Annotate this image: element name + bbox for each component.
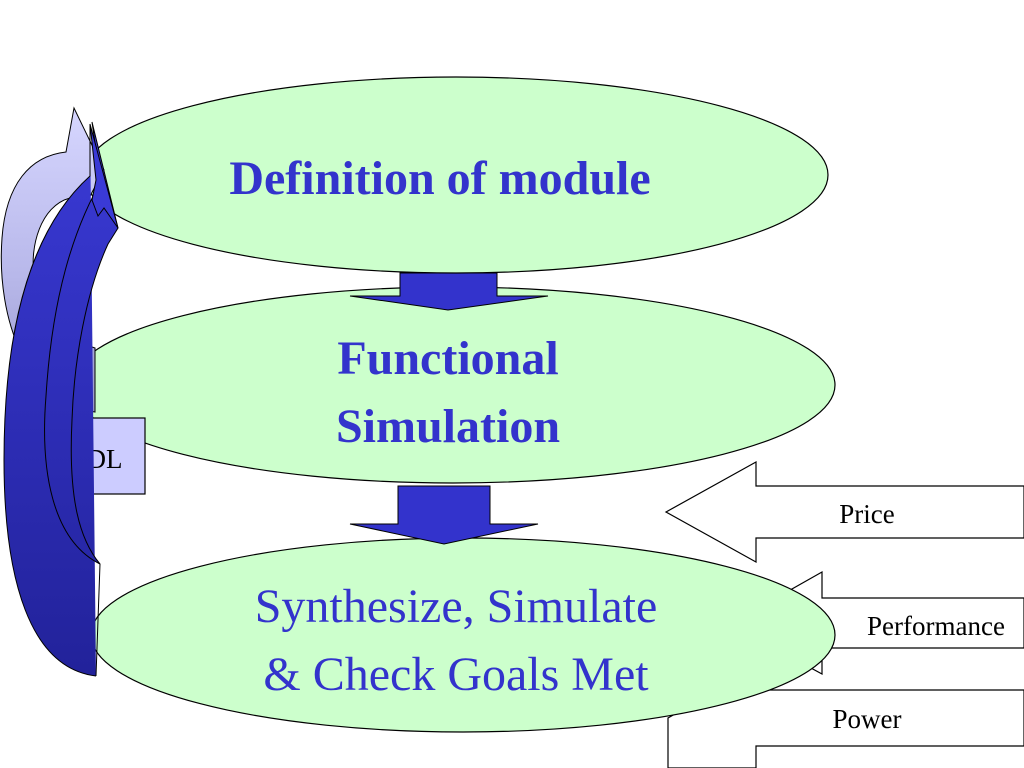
constraint-label-performance: Performance: [867, 611, 1005, 641]
down-arrow-1: [349, 272, 549, 311]
step-title-functional-line2: Simulation: [336, 400, 560, 453]
step-title-definition: Definition of module: [229, 152, 650, 205]
constraint-arrow-price: Price: [664, 460, 1024, 564]
step-title-synthesize-line1: Synthesize, Simulate: [255, 580, 658, 633]
step-title-functional-line1: Functional: [337, 332, 558, 385]
step-ellipse-functional: [70, 286, 836, 484]
down-arrow-2: [349, 485, 539, 545]
feedback-loop-arrowhead-dark: [89, 123, 119, 229]
step-ellipse-synthesize: [90, 537, 836, 733]
step-title-synthesize-line2: & Check Goals Met: [263, 648, 649, 701]
constraint-label-power: Power: [833, 704, 902, 734]
constraint-label-price: Price: [839, 499, 894, 529]
